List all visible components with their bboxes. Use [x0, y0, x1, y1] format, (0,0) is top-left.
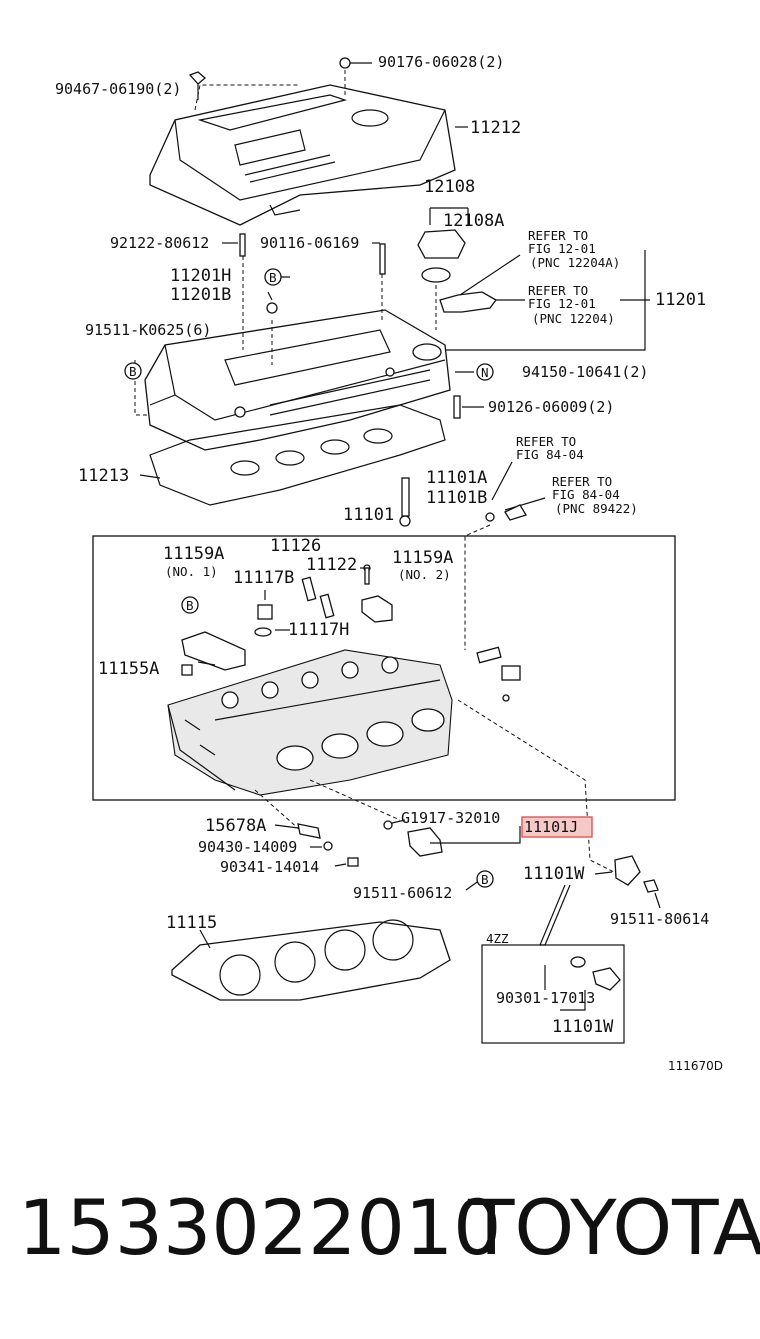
label-11122: 11122 [306, 555, 357, 575]
label-11159a-no1: 11159A [163, 544, 224, 564]
marker-b-3: B [186, 598, 194, 613]
label-11201b: 11201B [170, 285, 231, 305]
label-11117b: 11117B [233, 568, 294, 588]
part-number: 1533022010 [18, 1183, 502, 1272]
label-91511-k0625: 91511-K0625(6) [85, 321, 211, 339]
marker-b-4: B [481, 872, 489, 887]
label-11126: 11126 [270, 536, 321, 556]
label-11115: 11115 [166, 913, 217, 933]
label-90116-06169: 90116-06169 [260, 234, 359, 252]
lower-leaders [274, 819, 661, 1011]
label-91511-80614: 91511-80614 [610, 910, 709, 928]
head-gasket-drawing [171, 919, 451, 1001]
label-11101j: 11101J [524, 818, 578, 836]
engine-cover-drawing [149, 70, 456, 226]
label-refer-2a: REFER TO [528, 283, 588, 298]
label-refer-1c: (PNC 12204A) [530, 255, 620, 270]
label-90176-06028: 90176-06028(2) [378, 53, 504, 71]
label-refer-1b: FIG 12-01 [528, 241, 596, 256]
label-no1: (NO. 1) [165, 564, 218, 579]
oil-cap-drawing [417, 207, 469, 283]
marker-b-2: B [129, 364, 137, 379]
label-refer-4a: REFER TO [552, 474, 612, 489]
figure-code: 111670D [668, 1059, 723, 1073]
label-g1917-32010: G1917-32010 [401, 809, 500, 827]
label-12108: 12108 [424, 177, 475, 197]
cylinder-head-box [92, 535, 676, 801]
head-cover-gasket-drawing [149, 404, 446, 506]
label-no2: (NO. 2) [398, 567, 451, 582]
label-11155a: 11155A [98, 659, 159, 679]
label-11101a: 11101A [426, 468, 487, 488]
label-11212: 11212 [470, 118, 521, 138]
label-92122-80612: 92122-80612 [110, 234, 209, 252]
label-91511-60612: 91511-60612 [353, 884, 452, 902]
label-11159a-no2: 11159A [392, 548, 453, 568]
variant-box-4zz [481, 944, 625, 1044]
label-90467-06190: 90467-06190(2) [55, 80, 181, 98]
marker-b-1: B [269, 270, 277, 285]
label-15678a: 15678A [205, 816, 266, 836]
label-94150-10641: 94150-10641(2) [522, 363, 648, 381]
highlight-box [521, 816, 593, 838]
label-refer-1a: REFER TO [528, 228, 588, 243]
label-90430-14009: 90430-14009 [198, 838, 297, 856]
label-11117h: 11117H [288, 620, 349, 640]
label-refer-2c: (PNC 12204) [532, 311, 615, 326]
sensor-drawings [297, 820, 659, 991]
bolt-drawings [188, 57, 386, 314]
label-refer-4b: FIG 84-04 [552, 487, 620, 502]
label-4zz: 4ZZ [486, 931, 509, 946]
head-bolt-drawings [399, 477, 527, 527]
label-11101w: 11101W [523, 864, 585, 884]
label-12108a: 12108A [443, 211, 504, 231]
label-refer-3a: REFER TO [516, 434, 576, 449]
label-refer-2b: FIG 12-01 [528, 296, 596, 311]
cylinder-head-drawing [167, 649, 453, 796]
label-11101b: 11101B [426, 488, 487, 508]
label-11201h: 11201H [170, 266, 231, 286]
label-11101w-4zz: 11101W [552, 1017, 614, 1037]
cam-cap-drawings [181, 564, 521, 702]
marker-circles [124, 268, 494, 888]
pcv-valve-drawing [439, 254, 521, 313]
label-11213: 11213 [78, 466, 129, 486]
marker-n: N [481, 365, 489, 380]
label-90126-06009: 90126-06009(2) [488, 398, 614, 416]
label-11201: 11201 [655, 290, 706, 310]
label-90301-17013: 90301-17013 [496, 989, 595, 1007]
label-90341-14014: 90341-14014 [220, 858, 319, 876]
label-refer-3b: FIG 84-04 [516, 447, 584, 462]
label-11101: 11101 [343, 505, 394, 525]
label-refer-4c: (PNC 89422) [555, 501, 638, 516]
brand-name: TOYOTA [468, 1183, 760, 1272]
